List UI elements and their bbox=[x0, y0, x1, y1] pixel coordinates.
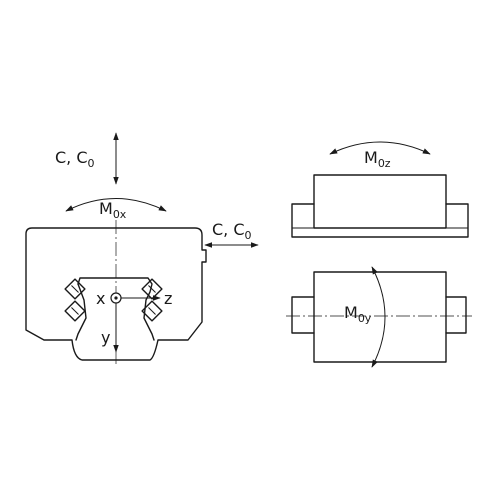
moment-y-arrow bbox=[371, 266, 386, 368]
side-view-rail bbox=[291, 203, 469, 238]
moment-y-label: M0y bbox=[344, 303, 372, 325]
carriage-body bbox=[25, 227, 207, 361]
origin-dot bbox=[114, 296, 118, 300]
top-view-rail-left bbox=[291, 296, 315, 334]
vertical-load-label: C, C0 bbox=[55, 148, 95, 170]
moment-z-label: M0z bbox=[364, 148, 391, 170]
carriage-front-view: C, C0 M0x x bbox=[25, 132, 207, 364]
rail-groove bbox=[77, 277, 155, 341]
moment-z-arrow bbox=[329, 141, 431, 155]
axis-x-label: x bbox=[96, 289, 105, 308]
top-view-rail-right bbox=[445, 296, 467, 334]
axis-y-label: y bbox=[101, 328, 110, 347]
axis-z-label: z bbox=[164, 289, 172, 308]
lateral-load-label: C, C0 bbox=[212, 220, 252, 242]
side-view-carriage bbox=[313, 174, 447, 229]
moment-x-arrow bbox=[65, 198, 167, 212]
ball-row-bottom-right bbox=[141, 300, 163, 322]
ball-row-top-right bbox=[141, 278, 163, 300]
lateral-load: C, C0 bbox=[204, 220, 259, 248]
ball-row-bottom-left bbox=[64, 300, 86, 322]
carriage-side-view: M0z bbox=[291, 141, 469, 238]
carriage-top-view: M0y bbox=[286, 266, 472, 368]
moment-x-label: M0x bbox=[99, 199, 127, 221]
rail-groove-left bbox=[75, 283, 87, 341]
top-view-carriage bbox=[313, 271, 447, 363]
ball-row-top-left bbox=[64, 278, 86, 300]
